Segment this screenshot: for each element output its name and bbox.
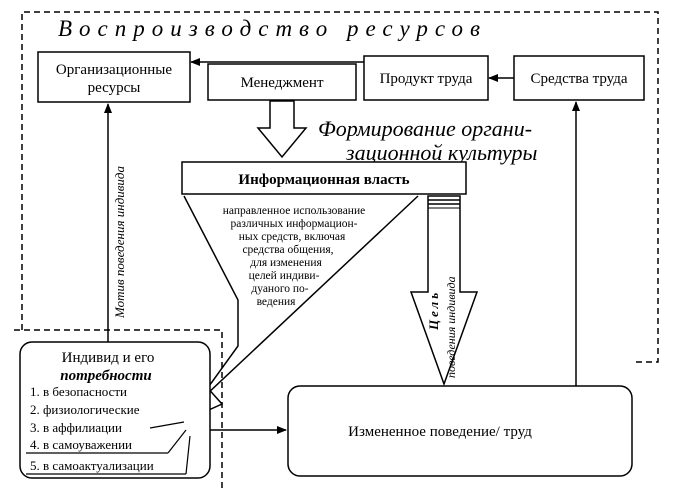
description-line-3: ных средств, включая [239, 231, 346, 243]
motive-label: Мотив поведения индивида [112, 165, 127, 319]
description-line-7: дуаного по- [251, 283, 308, 295]
description-line-6: целей индиви- [249, 270, 320, 282]
org-resources-box: Организационные ресурсы [37, 51, 191, 103]
means-box: Средства труда [513, 55, 645, 101]
goal-label-word: Цель [426, 290, 441, 331]
org-resources-label-2: ресурсы [88, 80, 141, 96]
goal-label-rest: поведения индивида [444, 276, 458, 378]
org-resources-label-1: Организационные [56, 62, 172, 78]
need-item-5: 5. в самоактуализации [30, 458, 154, 473]
management-label: Менеджмент [240, 75, 323, 91]
individual-subtitle: потребности [60, 368, 151, 384]
block-arrow-management [256, 100, 308, 159]
formation-line-2: зационной культуры [345, 140, 538, 165]
description-line-5: для изменения [250, 257, 322, 269]
product-label: Продукт труда [380, 71, 473, 87]
changed-behavior-box: Измененное поведение/ труд [287, 385, 633, 477]
formation-line-1: Формирование органи- [318, 116, 532, 141]
individual-frame [14, 329, 223, 488]
description-line-4: средства общения, [242, 244, 333, 256]
individual-title: Индивид и его [62, 350, 155, 366]
management-box: Менеджмент [207, 63, 357, 101]
need-item-2: 2. физиологические [30, 402, 140, 417]
description-line-1: направленное использование [223, 205, 365, 217]
need-item-1: 1. в безопасности [30, 384, 127, 399]
info-power-label: Информационная власть [238, 172, 409, 188]
diagram-title: Воспроизводство ресурсов [58, 16, 487, 41]
goal-block-arrow [409, 195, 479, 387]
reproduction-frame [21, 11, 659, 363]
product-box: Продукт труда [363, 55, 489, 101]
info-power-description: направленное использование различных инф… [223, 205, 365, 308]
need-item-3: 3. в аффилиации [30, 420, 122, 435]
changed-behavior-label: Измененное поведение/ труд [348, 424, 532, 440]
info-power-funnel [183, 195, 419, 411]
description-line-8: ведения [257, 296, 297, 308]
description-line-2: различных информацион- [230, 218, 357, 230]
individual-box: Индивид и его потребности 1. в безопасно… [19, 341, 211, 479]
info-power-box: Информационная власть [181, 161, 467, 195]
means-label: Средства труда [531, 71, 628, 87]
need-item-4: 4. в самоуважении [30, 437, 132, 452]
